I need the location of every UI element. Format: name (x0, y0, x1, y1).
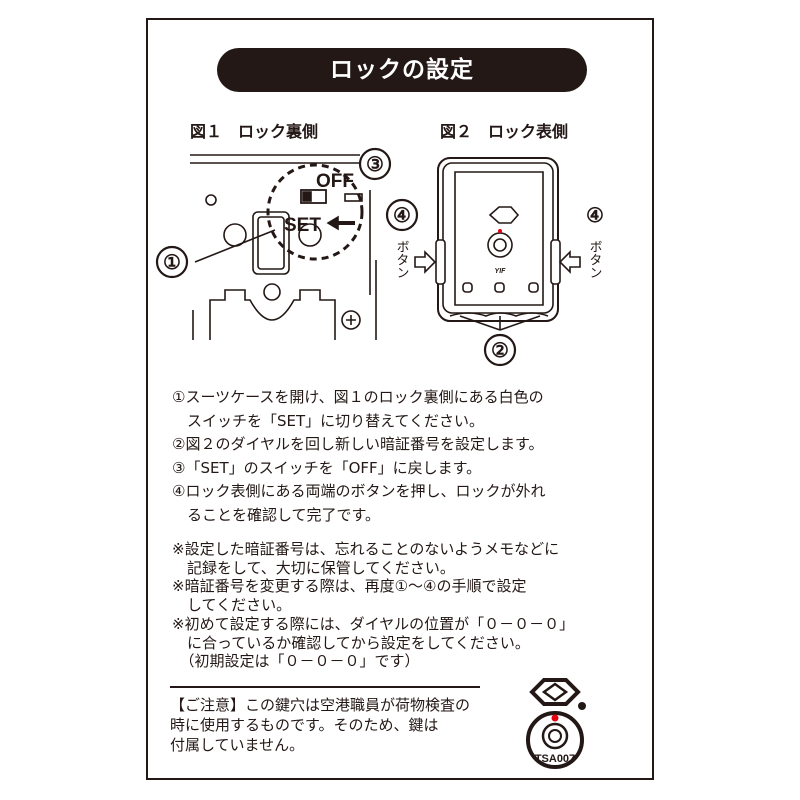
figure1-label: 図１ ロック裏側 (190, 122, 319, 141)
tsa-code: TSA007 (535, 753, 575, 765)
notes: ※設定した暗証番号は、忘れることのないようメモなどに 記録をして、大切に保管して… (172, 540, 574, 671)
step-line: ④ロック表側にある両端のボタンを押し、ロックが外れ (172, 482, 546, 500)
callout-2: ② (491, 340, 509, 362)
button-label-left: ボタン (395, 240, 410, 279)
callout-3: ③ (366, 154, 384, 176)
instruction-steps: ①スーツケースを開け、図１のロック裏側にある白色の スイッチを「SET」に切り替… (172, 386, 545, 527)
note-line: してください。 (172, 596, 292, 615)
note-line: 記録をして、大切に保管してください。 (172, 558, 455, 577)
divider (170, 686, 480, 688)
callout-4-left: ④ (393, 205, 411, 227)
figure1-back-diagram (155, 147, 419, 340)
note-line: に合っているか確認してから設定をしてください。 (172, 633, 530, 652)
lock-diagrams: ① ③ OFF SET ④ ④ ボタン ボタン ② YIF (155, 147, 604, 367)
caution-line: 時に使用するものです。そのため、鍵は (170, 716, 439, 734)
set-label: SET (284, 215, 321, 236)
step-line: ②図２のダイヤルを回し新しい暗証番号を設定します。 (172, 435, 544, 453)
caution-line: 付属していません。 (170, 736, 305, 754)
brand-mark: YIF (495, 268, 507, 275)
step-line: ③「SET」のスイッチを「OFF」に戻します。 (172, 458, 482, 477)
step-line: スイッチを「SET」に切り替えてください。 (172, 411, 484, 430)
figure2-label: 図２ ロック表側 (440, 122, 569, 141)
tsa-lock-logo: TSA007 (526, 678, 586, 769)
note-line: ※初めて設定する際には、ダイヤルの位置が「０－０－０」 (172, 614, 575, 633)
callout-1: ① (163, 252, 181, 274)
indicator-dot (498, 229, 502, 233)
callout-4-right: ④ (586, 205, 604, 227)
note-line: ※暗証番号を変更する際は、再度①～④の手順で設定 (172, 577, 527, 596)
card-border (146, 18, 654, 780)
caution-line: 【ご注意】この鍵穴は空港職員が荷物検査の (170, 696, 471, 714)
note-line: ※設定した暗証番号は、忘れることのないようメモなどに (172, 540, 560, 558)
caution-notice: 【ご注意】この鍵穴は空港職員が荷物検査の 時に使用するものです。そのため、鍵は … (170, 695, 470, 755)
note-line: （初期設定は「０－０－０」です） (172, 652, 420, 671)
off-label: OFF (316, 171, 354, 192)
page-title: ロックの設定 (217, 48, 587, 92)
step-line: ることを確認して完了です。 (172, 505, 381, 524)
step-line: ①スーツケースを開け、図１のロック裏側にある白色の (172, 388, 544, 406)
button-label-right: ボタン (588, 240, 603, 279)
figure2-front-diagram (414, 157, 581, 367)
